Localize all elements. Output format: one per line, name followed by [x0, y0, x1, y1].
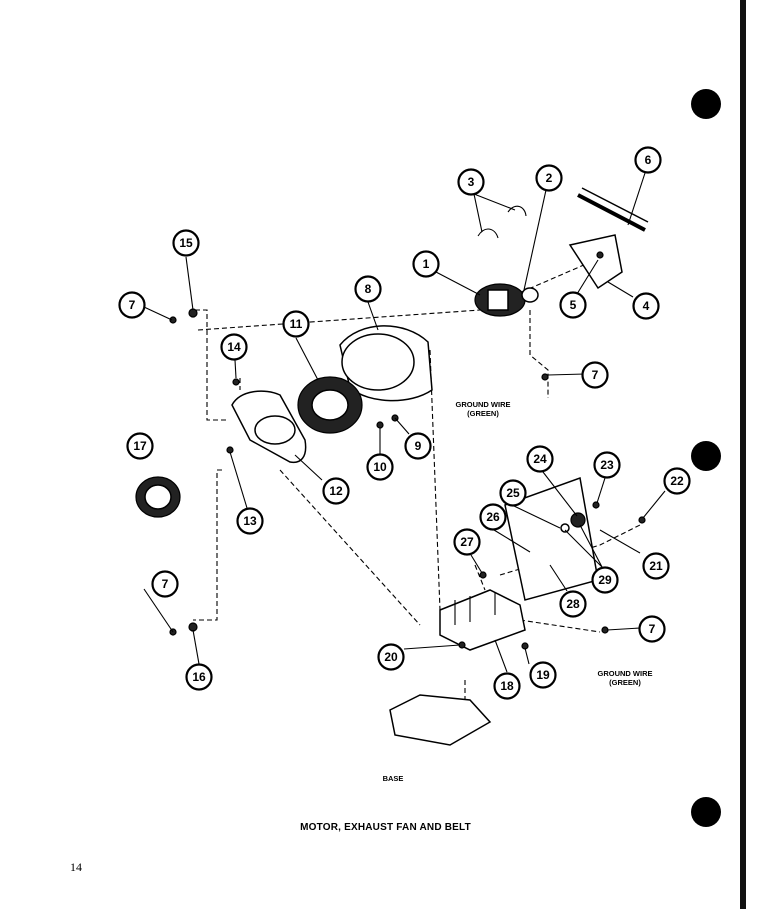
callout-16: 16: [185, 663, 213, 691]
svg-text:29: 29: [598, 573, 612, 587]
callout-26: 26: [479, 503, 507, 531]
callout-2: 2: [535, 164, 563, 192]
leader-lines: [143, 172, 666, 673]
binder-hole-2: [691, 441, 721, 471]
svg-text:17: 17: [133, 439, 147, 453]
callout-24: 24: [526, 445, 554, 473]
ground-wire-sublabel-1: (GREEN): [467, 409, 499, 418]
callout-6: 6: [634, 146, 662, 174]
svg-text:10: 10: [373, 460, 387, 474]
base-part: [389, 694, 492, 746]
motor-part: [474, 283, 539, 317]
callout-29: 29: [591, 566, 619, 594]
svg-text:7: 7: [649, 622, 656, 636]
svg-text:9: 9: [415, 439, 422, 453]
binder-hole-1: [691, 89, 721, 119]
callout-9: 9: [404, 432, 432, 460]
fan-housing-cover-part: [231, 390, 307, 464]
belt-part: [577, 187, 649, 232]
svg-text:7: 7: [592, 368, 599, 382]
svg-text:26: 26: [486, 510, 500, 524]
svg-text:24: 24: [533, 452, 547, 466]
callout-12: 12: [322, 477, 350, 505]
callout-28: 28: [559, 590, 587, 618]
svg-text:20: 20: [384, 650, 398, 664]
bracket-plate-part: [568, 234, 623, 290]
svg-text:21: 21: [649, 559, 663, 573]
svg-text:7: 7: [162, 577, 169, 591]
svg-text:18: 18: [500, 679, 514, 693]
callout-17: 17: [126, 432, 154, 460]
callout-20: 20: [377, 643, 405, 671]
svg-text:8: 8: [365, 282, 372, 296]
svg-text:27: 27: [460, 535, 474, 549]
callout-27: 27: [453, 528, 481, 556]
pulley-ring-part: [135, 476, 181, 518]
fan-wheel-part: [297, 376, 363, 434]
svg-text:2: 2: [546, 171, 553, 185]
callout-7-a: 7: [118, 291, 146, 319]
svg-text:28: 28: [566, 597, 580, 611]
callout-4: 4: [632, 292, 660, 320]
svg-text:25: 25: [506, 486, 520, 500]
svg-text:5: 5: [570, 298, 577, 312]
motor-mount-part: [439, 589, 526, 651]
callout-21: 21: [642, 552, 670, 580]
svg-text:15: 15: [179, 236, 193, 250]
callout-25: 25: [499, 479, 527, 507]
svg-text:3: 3: [468, 175, 475, 189]
page-number: 14: [70, 860, 82, 874]
svg-text:19: 19: [536, 668, 550, 682]
callout-23: 23: [593, 451, 621, 479]
svg-text:13: 13: [243, 514, 257, 528]
svg-text:7: 7: [129, 298, 136, 312]
callout-10: 10: [366, 453, 394, 481]
ground-wire-label-2: GROUND WIRE: [598, 669, 653, 678]
callout-14: 14: [220, 333, 248, 361]
callout-11: 11: [282, 310, 310, 338]
svg-text:16: 16: [192, 670, 206, 684]
callout-13: 13: [236, 507, 264, 535]
callout-19: 19: [529, 661, 557, 689]
callout-15: 15: [172, 229, 200, 257]
callout-7-c: 7: [151, 570, 179, 598]
blower-housing-part: [339, 325, 433, 402]
callout-18: 18: [493, 672, 521, 700]
callout-7-d: 7: [638, 615, 666, 643]
svg-text:22: 22: [670, 474, 684, 488]
svg-text:12: 12: [329, 484, 343, 498]
callout-22: 22: [663, 467, 691, 495]
ground-wire-sublabel-2: (GREEN): [609, 678, 641, 687]
figure-caption: MOTOR, EXHAUST FAN AND BELT: [300, 822, 471, 833]
svg-text:1: 1: [423, 257, 430, 271]
page-binding-edge: [740, 0, 746, 909]
callout-5: 5: [559, 291, 587, 319]
base-label: BASE: [383, 774, 404, 783]
svg-text:6: 6: [645, 153, 652, 167]
callout-1: 1: [412, 250, 440, 278]
callout-3: 3: [457, 168, 485, 196]
callout-7-b: 7: [581, 361, 609, 389]
ground-wire-label-1: GROUND WIRE: [456, 400, 511, 409]
svg-text:23: 23: [600, 458, 614, 472]
svg-text:4: 4: [643, 299, 650, 313]
binder-hole-3: [691, 797, 721, 827]
callout-8: 8: [354, 275, 382, 303]
svg-text:14: 14: [227, 340, 241, 354]
svg-text:11: 11: [290, 317, 303, 331]
motor-clips-part: [477, 205, 527, 239]
